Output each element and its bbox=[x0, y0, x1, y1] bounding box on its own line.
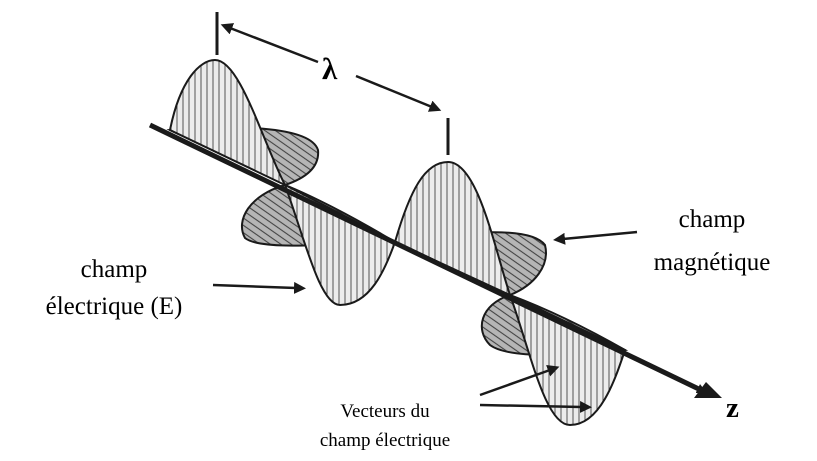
electric-label-arrow bbox=[212, 281, 306, 294]
magnetic-field-label-line1: champ bbox=[679, 206, 746, 233]
wavelength-marker bbox=[215, 12, 450, 155]
label-arrows bbox=[212, 230, 638, 413]
electric-field-label-line2: électrique (E) bbox=[46, 293, 183, 320]
z-axis-arrowhead bbox=[694, 382, 722, 398]
electric-lobe-2 bbox=[283, 182, 397, 307]
wavelength-arrow-left bbox=[220, 23, 319, 64]
electric-lobe-1 bbox=[168, 58, 288, 188]
magnetic-field-label-line2: magnétique bbox=[654, 249, 771, 276]
vectors-label-line1: Vecteurs du bbox=[340, 401, 430, 422]
z-axis-line bbox=[148, 122, 707, 395]
axis-label-z: z bbox=[726, 392, 739, 424]
vector-arrow-2 bbox=[479, 400, 592, 413]
electric-field-wave bbox=[168, 58, 627, 427]
wavelength-arrow-right bbox=[355, 74, 442, 112]
electric-field-label-line1: champ bbox=[81, 256, 148, 283]
vector-arrow-1 bbox=[479, 365, 560, 397]
magnetic-label-arrow bbox=[553, 230, 638, 245]
electric-lobe-3 bbox=[393, 160, 512, 297]
vectors-label-line2: champ électrique bbox=[320, 430, 450, 451]
wavelength-symbol: λ bbox=[322, 51, 338, 86]
electric-lobe-4 bbox=[508, 293, 627, 427]
